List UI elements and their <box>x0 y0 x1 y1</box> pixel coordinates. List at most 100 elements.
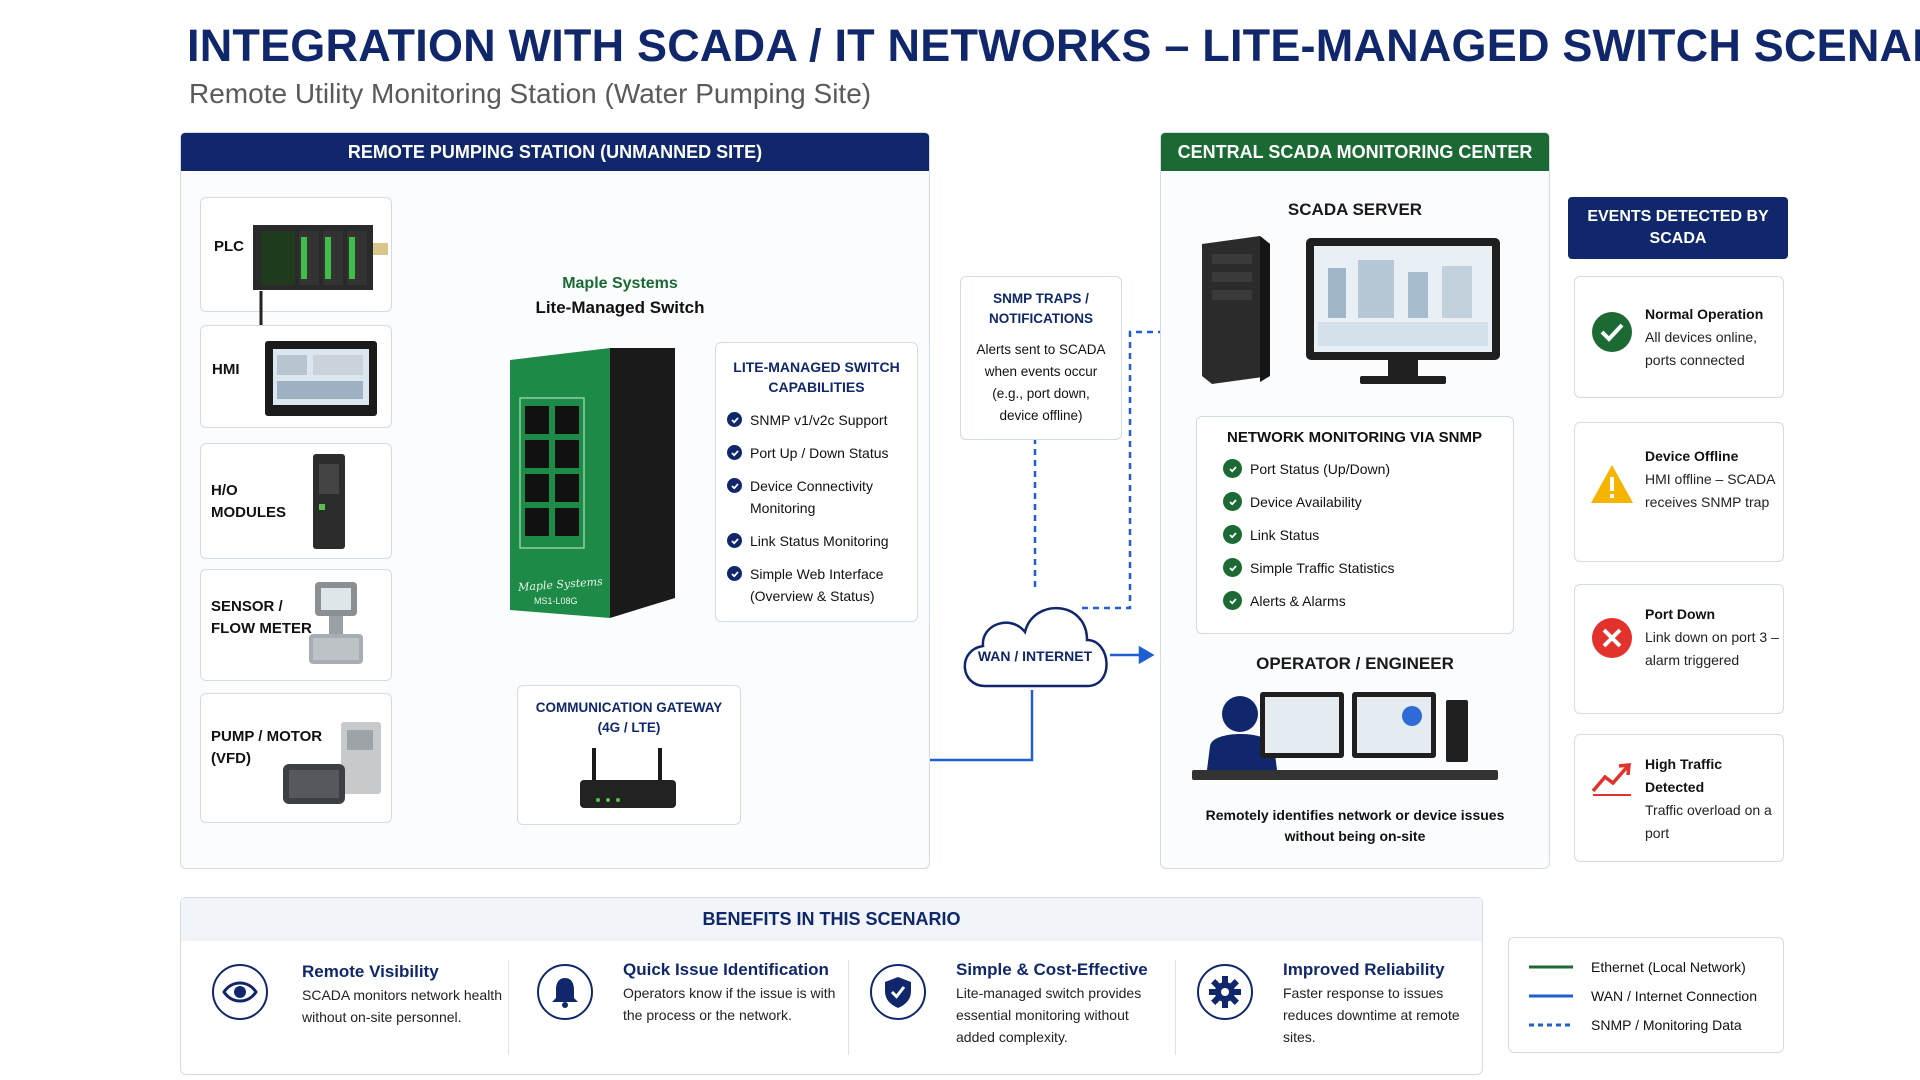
capabilities-title: LITE-MANAGED SWITCH CAPABILITIES <box>733 359 900 395</box>
benefit-title: Remote Visibility <box>302 962 439 981</box>
benefit-desc: Operators know if the issue is with the … <box>623 985 836 1023</box>
benefit-desc: Lite-managed switch provides essential m… <box>956 985 1142 1045</box>
wan-label: WAN / INTERNET <box>977 648 1093 664</box>
device-io-modules[interactable]: H/O MODULES <box>200 443 392 559</box>
check-icon <box>1223 591 1242 610</box>
monitoring-item: Link Status <box>1223 524 1513 546</box>
legend-row-wan: WAN / Internet Connection <box>1529 981 1783 1010</box>
event-desc: HMI offline – SCADA receives SNMP trap <box>1645 471 1775 510</box>
operator-desc: Remotely identifies network or device is… <box>1205 807 1505 844</box>
benefit-improved-reliability: Improved Reliability Faster response to … <box>1195 958 1480 1068</box>
benefit-divider <box>848 960 849 1055</box>
event-desc: Traffic overload on a port <box>1645 802 1772 841</box>
device-hmi[interactable]: HMI <box>200 325 392 428</box>
flow-meter-icon <box>309 582 363 664</box>
gateway-label: COMMUNICATION GATEWAY (4G / LTE) <box>535 700 723 735</box>
eye-icon <box>212 964 268 1020</box>
device-label: PLC <box>214 238 244 255</box>
capabilities-card: LITE-MANAGED SWITCH CAPABILITIES SNMP v1… <box>715 342 918 622</box>
event-title: Device Offline <box>1645 448 1739 464</box>
remote-station-header: REMOTE PUMPING STATION (UNMANNED SITE) <box>181 133 929 171</box>
capability-item: Port Up / Down Status <box>727 442 907 464</box>
page-subtitle: Remote Utility Monitoring Station (Water… <box>189 78 872 109</box>
device-pump-motor[interactable]: PUMP / MOTOR (VFD) <box>200 693 392 823</box>
switch-title-brand: Maple Systems <box>562 275 678 292</box>
event-desc: Link down on port 3 – alarm triggered <box>1645 629 1779 668</box>
snmp-traps-desc: Alerts sent to SCADA when events occur (… <box>976 342 1106 423</box>
device-flow-meter[interactable]: SENSOR / FLOW METER <box>200 569 392 681</box>
monitoring-item: Simple Traffic Statistics <box>1223 557 1513 579</box>
operator-label: OPERATOR / ENGINEER <box>1256 654 1454 673</box>
check-icon <box>727 566 742 581</box>
benefit-desc: SCADA monitors network health without on… <box>302 987 502 1025</box>
capability-item: SNMP v1/v2c Support <box>727 409 907 431</box>
device-label: SENSOR / FLOW METER <box>211 598 312 637</box>
shield-check-icon <box>870 964 926 1020</box>
monitoring-item: Device Availability <box>1223 491 1513 513</box>
check-icon <box>1223 525 1242 544</box>
event-device-offline[interactable]: Device Offline HMI offline – SCADA recei… <box>1574 422 1784 562</box>
check-icon <box>727 445 742 460</box>
benefits-header: BENEFITS IN THIS SCENARIO <box>181 898 1482 941</box>
check-icon <box>1223 492 1242 511</box>
snmp-traps-box: SNMP TRAPS / NOTIFICATIONS Alerts sent t… <box>960 276 1122 440</box>
capability-item: Link Status Monitoring <box>727 530 907 552</box>
check-icon <box>1223 459 1242 478</box>
traffic-chart-icon <box>1591 763 1631 796</box>
bell-icon <box>537 964 593 1020</box>
monitoring-item: Alerts & Alarms <box>1223 590 1513 612</box>
benefit-quick-identification: Quick Issue Identification Operators kno… <box>535 958 845 1068</box>
page-title: INTEGRATION WITH SCADA / IT NETWORKS – L… <box>187 20 1920 71</box>
pump-motor-icon <box>283 722 381 804</box>
benefit-divider <box>1175 960 1176 1055</box>
device-label: HMI <box>212 361 240 378</box>
operator-icon <box>1192 692 1498 780</box>
event-title: Normal Operation <box>1645 306 1764 322</box>
plc-icon <box>253 225 388 326</box>
event-title: High Traffic Detected <box>1645 756 1723 795</box>
legend-row-ethernet: Ethernet (Local Network) <box>1529 952 1783 981</box>
event-high-traffic[interactable]: High Traffic Detected Traffic overload o… <box>1574 734 1784 862</box>
event-normal-operation[interactable]: Normal Operation All devices online, por… <box>1574 276 1784 398</box>
benefits-panel: BENEFITS IN THIS SCENARIO <box>180 897 1483 1075</box>
wan-cloud: WAN / INTERNET <box>955 586 1115 696</box>
network-monitoring-card: NETWORK MONITORING VIA SNMP Port Status … <box>1196 416 1514 634</box>
legend-row-snmp: SNMP / Monitoring Data <box>1529 1010 1783 1039</box>
check-icon <box>1223 558 1242 577</box>
event-port-down[interactable]: Port Down Link down on port 3 – alarm tr… <box>1574 584 1784 714</box>
snmp-traps-title: SNMP TRAPS / NOTIFICATIONS <box>989 291 1093 326</box>
device-plc[interactable]: PLC <box>200 197 392 326</box>
gear-icon <box>1197 964 1253 1020</box>
check-circle-icon <box>1592 312 1632 352</box>
benefit-desc: Faster response to issues reduces downti… <box>1283 985 1460 1045</box>
communication-gateway[interactable]: COMMUNICATION GATEWAY (4G / LTE) <box>517 685 741 825</box>
switch-title: Maple Systems Lite-Managed Switch <box>534 272 706 320</box>
switch-title-name: Lite-Managed Switch <box>535 298 705 317</box>
switch-model: MS1-L08G <box>534 596 578 606</box>
benefit-cost-effective: Simple & Cost-Effective Lite-managed swi… <box>868 958 1168 1068</box>
capability-item: Device Connectivity Monitoring <box>727 475 907 519</box>
event-title: Port Down <box>1645 606 1715 622</box>
device-label: H/O MODULES <box>211 482 286 521</box>
event-desc: All devices online, ports connected <box>1645 329 1758 368</box>
check-icon <box>727 412 742 427</box>
benefit-remote-visibility: Remote Visibility SCADA monitors network… <box>210 960 510 1070</box>
device-label: PUMP / MOTOR (VFD) <box>211 728 323 767</box>
network-monitoring-title: NETWORK MONITORING VIA SNMP <box>1227 429 1482 446</box>
check-icon <box>727 478 742 493</box>
scada-server-icon <box>1202 236 1500 384</box>
warning-triangle-icon <box>1591 465 1633 503</box>
lite-managed-switch[interactable]: Maple Systems MS1-L08G <box>510 348 675 618</box>
benefit-title: Quick Issue Identification <box>623 960 829 979</box>
benefit-title: Simple & Cost-Effective <box>956 960 1148 979</box>
central-scada-header: CENTRAL SCADA MONITORING CENTER <box>1161 133 1549 171</box>
legend: Ethernet (Local Network) WAN / Internet … <box>1508 937 1784 1053</box>
benefit-title: Improved Reliability <box>1283 960 1445 979</box>
legend-swatch <box>1529 965 1573 968</box>
router-icon <box>580 748 676 808</box>
capability-item: Simple Web Interface (Overview & Status) <box>727 563 907 607</box>
cloud-icon <box>963 607 1108 688</box>
legend-swatch <box>1529 1023 1573 1026</box>
check-icon <box>727 533 742 548</box>
switch-body-icon <box>510 348 675 618</box>
